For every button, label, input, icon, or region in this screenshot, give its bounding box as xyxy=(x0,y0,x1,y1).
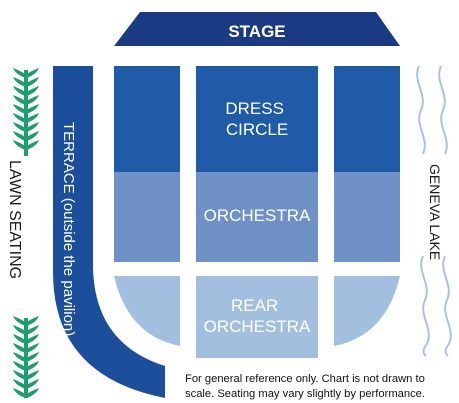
lake-wave-icon-2 xyxy=(438,65,452,357)
disclaimer-line-1: For general reference only. Chart is not… xyxy=(185,373,425,385)
grass-icon xyxy=(13,122,27,132)
grass-icon xyxy=(13,316,27,326)
grass-icon xyxy=(25,370,39,380)
grass-icon xyxy=(25,95,39,105)
grass-stem xyxy=(24,70,28,156)
grass-icon xyxy=(25,388,39,398)
terrace-section xyxy=(53,66,165,398)
grass-icon xyxy=(25,131,39,141)
orchestra-label: ORCHESTRA xyxy=(204,206,311,225)
grass-icon xyxy=(25,361,39,371)
grass-icon xyxy=(25,316,39,326)
stage-label: STAGE xyxy=(228,22,285,41)
grass-icon xyxy=(25,104,39,114)
grass-icon xyxy=(13,325,27,335)
lawn-grass-bottom xyxy=(13,316,39,398)
grass-icon xyxy=(25,122,39,132)
grass-icon xyxy=(13,343,27,353)
grass-icon xyxy=(13,352,27,362)
grass-icon xyxy=(13,113,27,123)
disclaimer-line-2: scale. Seating may vary slightly by perf… xyxy=(185,388,426,400)
grass-icon xyxy=(25,325,39,335)
grass-icon xyxy=(25,113,39,123)
grass-icon xyxy=(13,95,27,105)
grass-icon xyxy=(25,343,39,353)
terrace-label: TERRACE (outside the pavilion) xyxy=(60,122,77,336)
orchestra-right xyxy=(334,172,400,262)
lawn-grass-top xyxy=(13,68,39,156)
lawn-seating-label: LAWN SEATING xyxy=(6,160,23,279)
stage-section xyxy=(114,12,400,46)
rear-orchestra-label: REAR ORCHESTRA xyxy=(204,296,311,336)
grass-stem xyxy=(24,318,28,398)
grass-icon xyxy=(13,86,27,96)
grass-icon xyxy=(13,68,27,78)
rear-orchestra-right xyxy=(334,276,400,346)
grass-icon xyxy=(25,334,39,344)
grass-icon xyxy=(25,68,39,78)
dress-circle-label: DRESS CIRCLE xyxy=(225,99,288,139)
grass-icon xyxy=(13,334,27,344)
grass-icon xyxy=(13,140,27,150)
grass-icon xyxy=(25,352,39,362)
grass-icon xyxy=(13,379,27,389)
grass-icon xyxy=(13,104,27,114)
dress-circle-left xyxy=(114,66,180,172)
dress-circle-center xyxy=(196,66,318,172)
grass-icon xyxy=(13,370,27,380)
grass-icon xyxy=(25,77,39,87)
disclaimer-note: For general reference only. Chart is not… xyxy=(185,372,455,402)
grass-icon xyxy=(13,361,27,371)
lake-wave-icon xyxy=(416,65,430,357)
grass-icon xyxy=(13,77,27,87)
grass-icon xyxy=(25,86,39,96)
orchestra-left xyxy=(114,172,180,262)
grass-icon xyxy=(13,131,27,141)
grass-icon xyxy=(25,140,39,150)
dress-circle-right xyxy=(334,66,400,172)
rear-orchestra-left xyxy=(114,276,180,346)
grass-icon xyxy=(25,379,39,389)
rear-orchestra-center xyxy=(196,276,318,358)
geneva-lake-label: GENEVA LAKE xyxy=(427,164,443,260)
grass-icon xyxy=(13,388,27,398)
orchestra-center xyxy=(196,172,318,262)
